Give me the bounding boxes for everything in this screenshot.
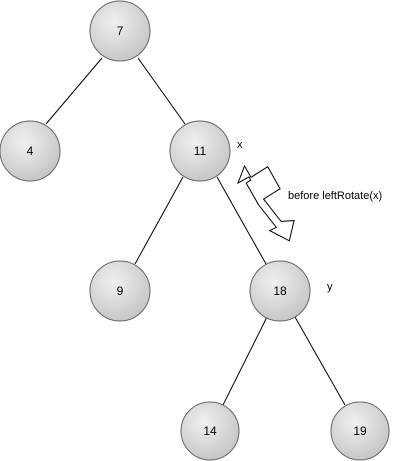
node-circle	[89, 0, 151, 62]
node-circle	[330, 401, 390, 461]
tree-node-19: 19	[330, 401, 390, 461]
tree-node-4: 4	[0, 120, 61, 182]
tree-node-9: 9	[89, 260, 151, 322]
node-label: 11	[194, 144, 207, 158]
edge-11-18	[216, 176, 267, 265]
tree-node-14: 14	[180, 401, 240, 461]
tree-node-11: 11	[169, 120, 231, 182]
edge-18-19	[294, 316, 346, 406]
double-arrow-icon	[237, 164, 295, 242]
edge-7-11	[137, 57, 186, 125]
edge-11-9	[134, 176, 184, 265]
node-circle	[89, 260, 151, 322]
node-label: 4	[27, 144, 34, 158]
rotation-caption: before leftRotate(x)	[288, 190, 382, 202]
node-circle	[169, 120, 231, 182]
node-label: 9	[117, 284, 124, 298]
tree-node-18: 18	[249, 260, 311, 322]
node-circle	[249, 260, 311, 322]
tree-node-7: 7	[89, 0, 151, 62]
y-pointer-label: y	[327, 281, 333, 293]
node-circle	[0, 120, 61, 182]
edge-7-4	[45, 57, 103, 125]
edge-18-14	[222, 316, 268, 406]
x-pointer-label: x	[237, 139, 243, 151]
edges	[45, 57, 346, 406]
node-label: 14	[203, 424, 217, 438]
double-arrow-shape	[237, 164, 295, 242]
node-label: 18	[273, 284, 287, 298]
node-label: 7	[117, 24, 124, 38]
node-label: 19	[353, 424, 367, 438]
node-circle	[180, 401, 240, 461]
